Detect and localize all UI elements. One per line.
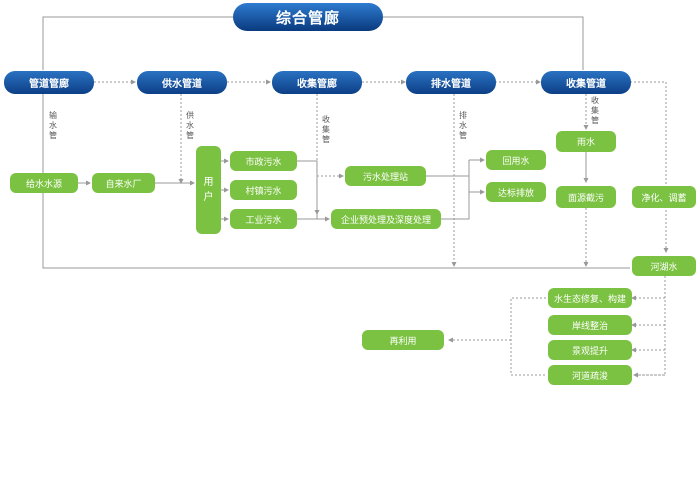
label-supply-pipe: 供水管 — [186, 111, 194, 140]
node-drainage-pipe: 排水管道 — [406, 71, 496, 94]
node-enterprise-treatment: 企业预处理及深度处理 — [331, 209, 441, 229]
node-rainwater: 雨水 — [556, 131, 616, 152]
node-nonpoint-interception: 面源截污 — [556, 186, 616, 208]
node-sewage-plant: 污水处理站 — [345, 166, 426, 186]
node-reuse: 再利用 — [362, 330, 444, 350]
node-village-sewage: 村镇污水 — [230, 180, 297, 200]
node-compliant-discharge: 达标排放 — [486, 182, 546, 202]
node-pipe-corridor: 管道管廊 — [4, 71, 94, 94]
node-water-source: 给水水源 — [10, 173, 78, 193]
title-banner: 综合管廊 — [233, 3, 383, 31]
node-ecological-restoration: 水生态修复、构建 — [548, 288, 632, 308]
node-river-dredging: 河道疏浚 — [548, 365, 632, 385]
node-industrial-sewage: 工业污水 — [230, 209, 297, 229]
node-water-supply-pipe: 供水管道 — [137, 71, 227, 94]
label-collection-pipe-2: 收集管 — [591, 96, 599, 125]
node-users: 用户 — [196, 146, 221, 234]
node-river-lake-water: 河湖水 — [632, 256, 696, 276]
node-reused-water: 回用水 — [486, 150, 546, 170]
label-drainage-pipe: 排水管 — [459, 111, 467, 140]
node-collection-pipe: 收集管道 — [541, 71, 631, 94]
node-shoreline-remediation: 岸线整治 — [548, 315, 632, 335]
node-collection-corridor: 收集管廊 — [272, 71, 362, 94]
title-text: 综合管廊 — [275, 8, 340, 27]
label-water-conveyance-pipe: 输水管 — [49, 111, 57, 140]
node-municipal-sewage: 市政污水 — [230, 151, 297, 171]
node-waterworks: 自来水厂 — [92, 173, 155, 193]
label-collection-pipe-1: 收集管 — [322, 115, 330, 144]
node-purify-regulate: 净化、调蓄 — [632, 186, 696, 208]
node-landscape-upgrade: 景观提升 — [548, 340, 632, 360]
